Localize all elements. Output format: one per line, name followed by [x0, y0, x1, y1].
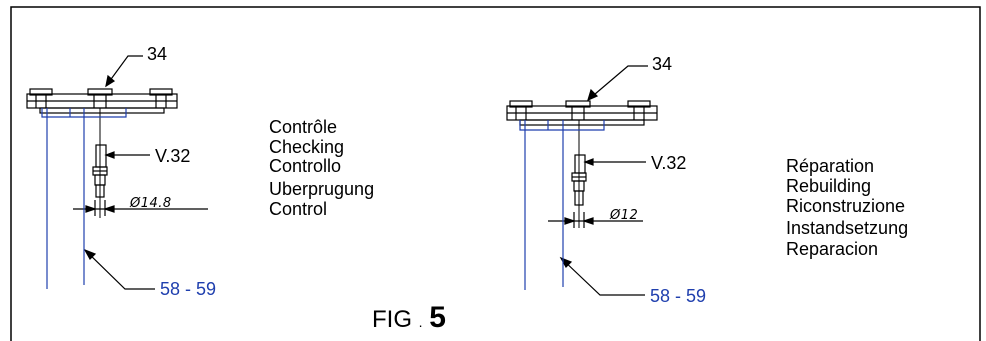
- left-flange: [26, 88, 178, 114]
- right-label-en: Rebuilding: [786, 176, 872, 196]
- left-label-es: Control: [269, 199, 328, 219]
- figure-separator: .: [418, 314, 423, 330]
- left-tool-ref: V.32: [155, 146, 191, 166]
- left-label-en: Checking: [269, 137, 345, 157]
- left-leader-v32: [104, 151, 150, 159]
- left-dimension: [73, 200, 208, 216]
- right-blue-tubes: [519, 120, 605, 290]
- right-leader-58-59: [559, 256, 645, 296]
- right-label-fr: Réparation: [786, 156, 875, 176]
- left-assembly: [26, 55, 208, 290]
- right-dimension: [548, 212, 643, 228]
- right-diameter: Ø12: [610, 208, 639, 223]
- left-item-refs: 58 - 59: [160, 279, 217, 299]
- figure-number: 5: [429, 301, 446, 334]
- left-blue-tubes: [41, 108, 127, 289]
- figure-caption: FIG . 5: [372, 303, 446, 334]
- right-flange: [506, 100, 658, 126]
- right-assembly: [506, 65, 658, 296]
- left-leader-58-59: [83, 248, 155, 290]
- right-part-number: 34: [652, 54, 673, 74]
- right-label-it: Riconstruzione: [786, 196, 906, 216]
- left-part-number: 34: [147, 44, 168, 64]
- right-label-de: Instandsetzung: [786, 218, 909, 238]
- right-item-refs: 58 - 59: [650, 286, 707, 306]
- right-leader-v32: [583, 158, 646, 166]
- left-probe: [92, 144, 108, 198]
- right-leader-34: [587, 65, 648, 102]
- left-label-de: Uberprugung: [269, 179, 375, 199]
- right-tool-ref: V.32: [651, 153, 687, 173]
- frame: [10, 6, 981, 341]
- left-label-it: Controllo: [269, 156, 342, 176]
- left-leader-34: [105, 55, 143, 88]
- right-probe: [571, 154, 587, 206]
- figure-prefix: FIG: [372, 306, 412, 333]
- left-label-fr: Contrôle: [269, 117, 338, 137]
- left-diameter: Ø14.8: [130, 196, 172, 211]
- right-label-es: Reparacion: [786, 239, 879, 259]
